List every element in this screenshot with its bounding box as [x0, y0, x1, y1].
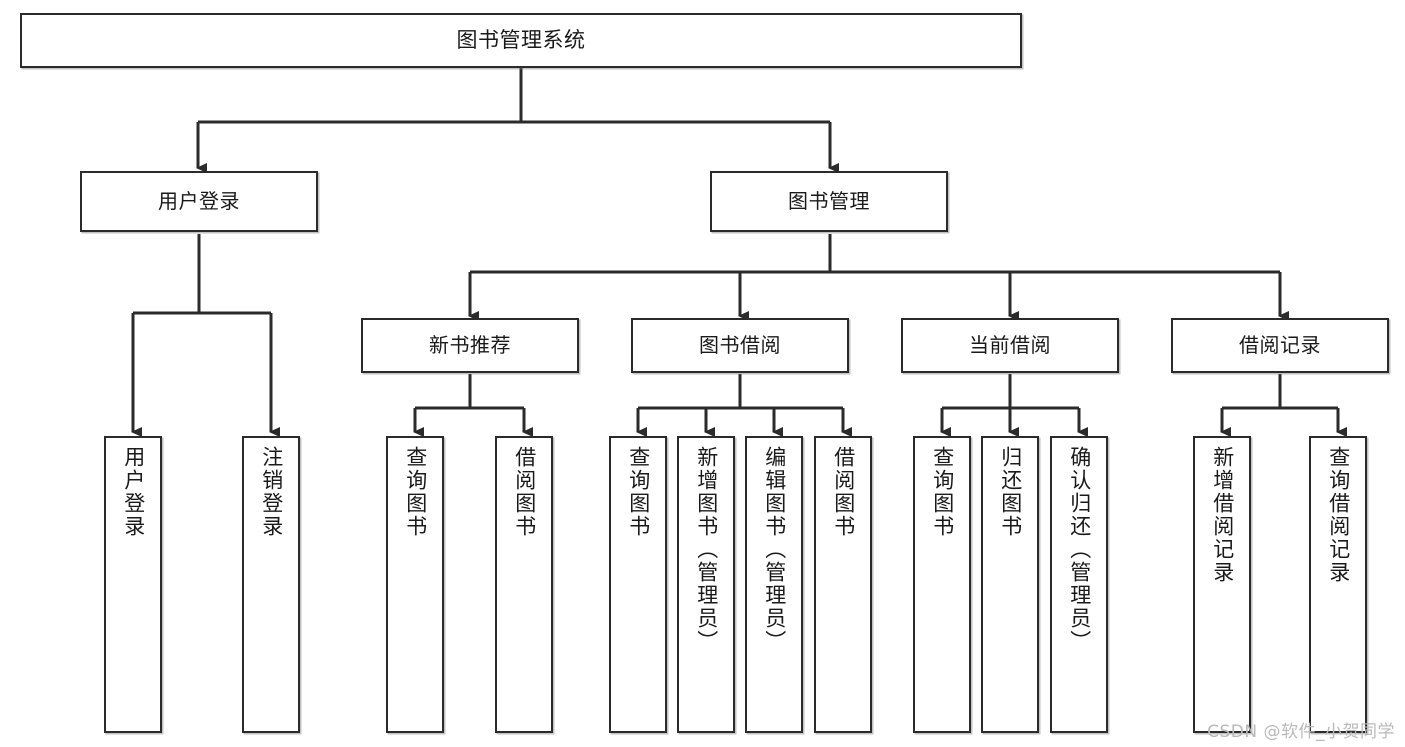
node-label: 借阅图书: [512, 446, 537, 538]
node-label: 借阅图书: [831, 446, 856, 538]
node-label: 编辑图书（管理员）: [762, 446, 787, 653]
leaf-user-login-logout[interactable]: 注销登录: [242, 436, 300, 733]
node-label: 图书借阅: [699, 332, 781, 357]
node-label: 归还图书: [998, 446, 1023, 538]
node-label: 确认归还（管理员）: [1067, 446, 1092, 653]
node-borrow-record[interactable]: 借阅记录: [1171, 318, 1389, 373]
leaf-current-borrow-confirm-return[interactable]: 确认归还（管理员）: [1050, 436, 1108, 733]
node-book-management[interactable]: 图书管理: [710, 171, 948, 232]
leaf-book-borrow-query[interactable]: 查询图书: [609, 436, 667, 733]
leaf-book-borrow-edit[interactable]: 编辑图书（管理员）: [745, 436, 803, 733]
node-label: 图书管理: [788, 188, 870, 213]
node-root-system[interactable]: 图书管理系统: [20, 13, 1022, 68]
leaf-new-book-query[interactable]: 查询图书: [386, 436, 444, 733]
node-user-login[interactable]: 用户登录: [80, 171, 318, 232]
leaf-current-borrow-query[interactable]: 查询图书: [913, 436, 971, 733]
leaf-book-borrow-add[interactable]: 新增图书（管理员）: [677, 436, 735, 733]
leaf-current-borrow-return[interactable]: 归还图书: [981, 436, 1039, 733]
node-label: 查询借阅记录: [1326, 446, 1351, 584]
node-label: 注销登录: [259, 446, 284, 538]
node-label: 查询图书: [403, 446, 428, 538]
node-label: 用户登录: [158, 188, 240, 213]
node-label: 借阅记录: [1239, 332, 1321, 357]
node-label: 新增借阅记录: [1210, 446, 1235, 584]
node-label: 查询图书: [930, 446, 955, 538]
node-label: 当前借阅: [969, 332, 1051, 357]
watermark: CSDN @软件_小贺同学: [1207, 722, 1395, 742]
node-book-borrow[interactable]: 图书借阅: [631, 318, 849, 373]
node-label: 新书推荐: [429, 332, 511, 357]
node-label: 图书管理系统: [456, 28, 586, 53]
leaf-borrow-record-query[interactable]: 查询借阅记录: [1309, 436, 1367, 733]
leaf-new-book-borrow[interactable]: 借阅图书: [495, 436, 553, 733]
node-current-borrow[interactable]: 当前借阅: [901, 318, 1119, 373]
node-new-book-recommend[interactable]: 新书推荐: [361, 318, 579, 373]
node-label: 用户登录: [121, 446, 146, 538]
node-label: 查询图书: [626, 446, 651, 538]
leaf-book-borrow-borrow[interactable]: 借阅图书: [814, 436, 872, 733]
node-label: 新增图书（管理员）: [694, 446, 719, 653]
leaf-borrow-record-add[interactable]: 新增借阅记录: [1193, 436, 1251, 733]
leaf-user-login-login[interactable]: 用户登录: [104, 436, 162, 733]
